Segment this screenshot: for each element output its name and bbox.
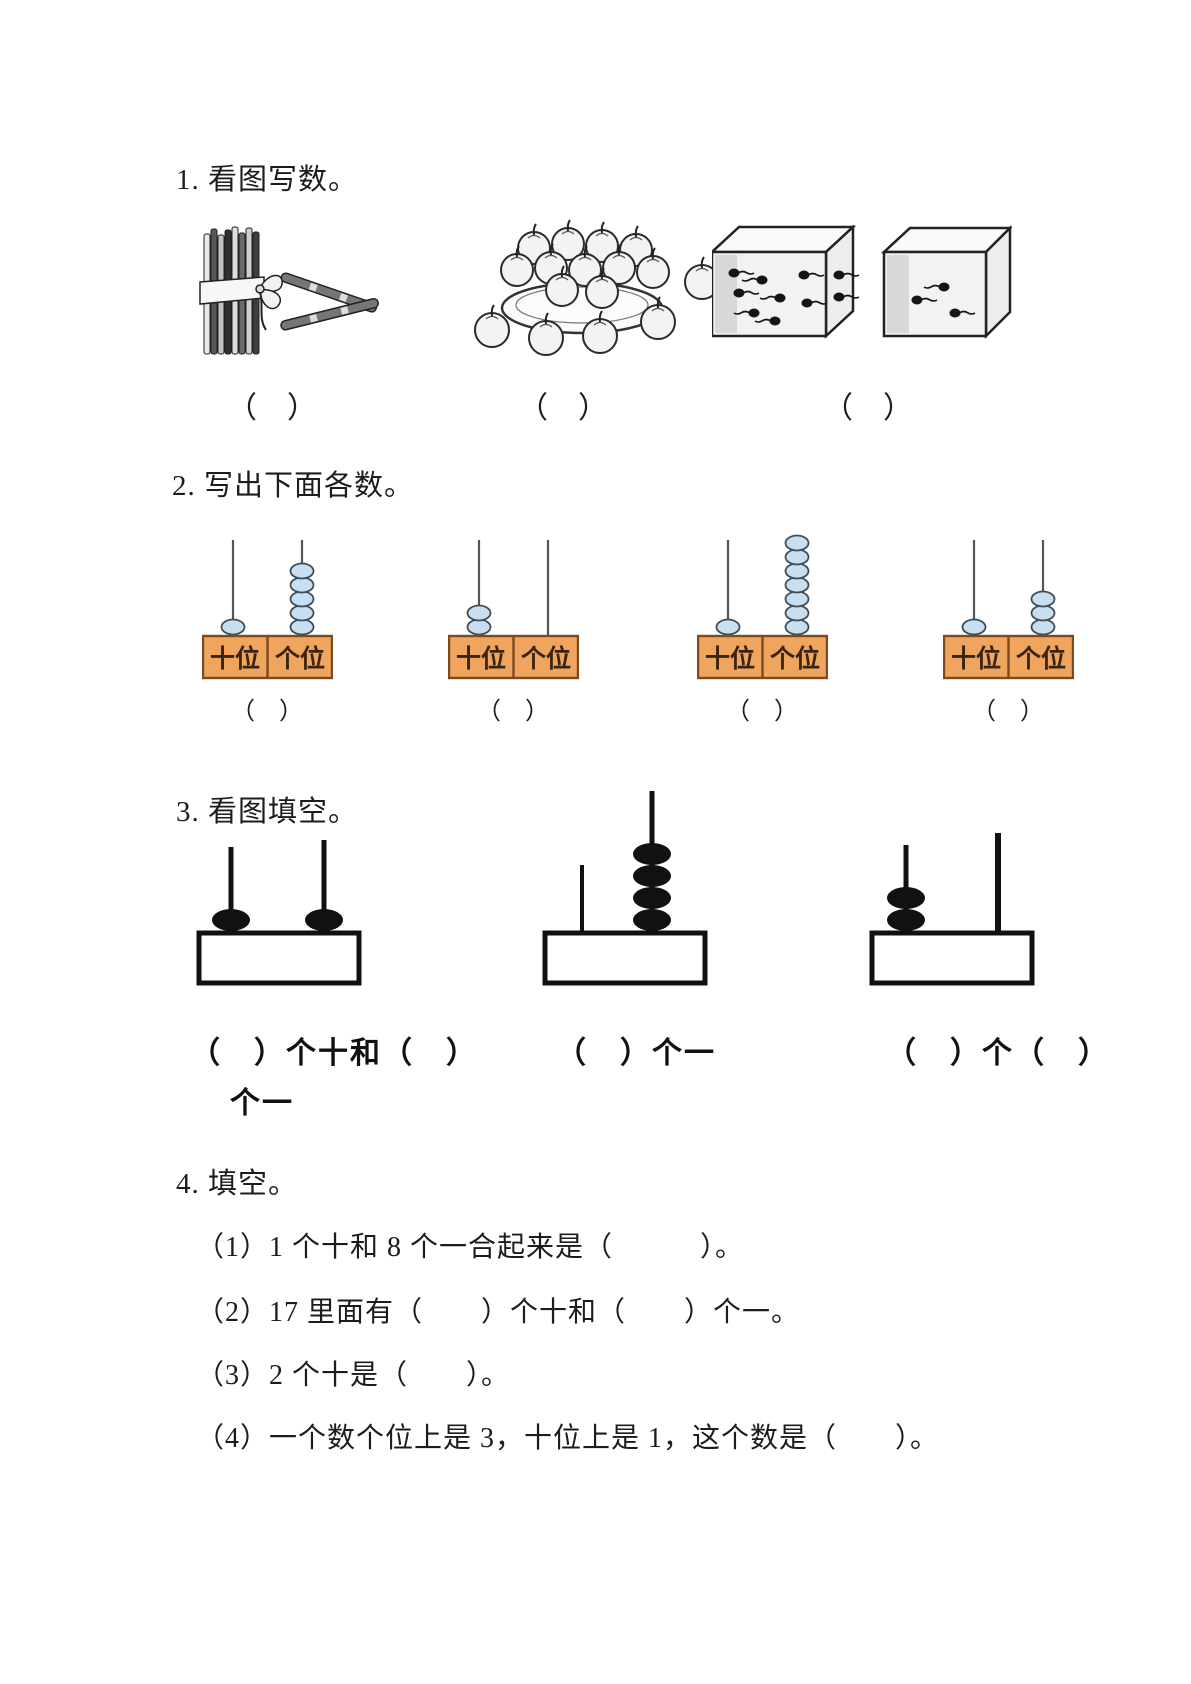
svg-text:个位: 个位: [1016, 644, 1066, 673]
sticks-bundle-figure: [199, 226, 380, 355]
q2-answer-blank-3: （ ）: [726, 699, 798, 725]
place-value-abacus-2: 十位个位: [448, 540, 579, 680]
svg-text:十位: 十位: [951, 644, 1001, 673]
q1-answer-blank-1: （ ）: [227, 392, 317, 425]
q4-item-3: （3）2 个十是（ ）。: [196, 1360, 511, 1391]
q2-answer-blank-1: （ ）: [231, 699, 303, 725]
counter-figure-1: [196, 840, 362, 986]
q2-answer-blank-4: （ ）: [972, 699, 1044, 725]
svg-text:个位: 个位: [275, 644, 325, 673]
counter-figure-3: [869, 833, 1035, 986]
place-value-abacus-1: 十位个位: [202, 540, 333, 680]
q1-answer-blank-2: （ ）: [518, 392, 608, 425]
q3-caption-2: （ ）个一: [556, 1037, 716, 1070]
q3-caption-1-line1: （ ）个十和（ ）: [190, 1037, 478, 1070]
q4-title: 4. 填空。: [176, 1168, 299, 1200]
tadpole-boxes-figure: [712, 225, 1012, 340]
q4-item-1: （1）1 个十和 8 个一合起来是（ ）。: [196, 1232, 745, 1263]
svg-text:个位: 个位: [521, 644, 571, 673]
q3-title: 3. 看图填空。: [176, 796, 359, 828]
q1-title: 1. 看图写数。: [176, 164, 359, 196]
apples-plate-figure: [474, 219, 720, 356]
svg-text:十位: 十位: [705, 644, 755, 673]
svg-text:十位: 十位: [210, 644, 260, 673]
q4-item-4: （4）一个数个位上是 3，十位上是 1，这个数是（ ）。: [196, 1423, 940, 1454]
counter-figure-2: [542, 791, 708, 986]
q2-answer-blank-2: （ ）: [477, 699, 549, 725]
q3-caption-3: （ ）个（ ）: [886, 1037, 1110, 1070]
svg-text:十位: 十位: [456, 644, 506, 673]
place-value-abacus-3: 十位个位: [697, 534, 828, 680]
place-value-abacus-4: 十位个位: [943, 540, 1074, 680]
svg-text:个位: 个位: [770, 644, 820, 673]
q4-item-2: （2）17 里面有（ ）个十和（ ）个一。: [196, 1297, 801, 1328]
q3-caption-1-line2: 个一: [230, 1087, 294, 1120]
q2-title: 2. 写出下面各数。: [172, 470, 415, 502]
q1-answer-blank-3: （ ）: [823, 392, 913, 425]
